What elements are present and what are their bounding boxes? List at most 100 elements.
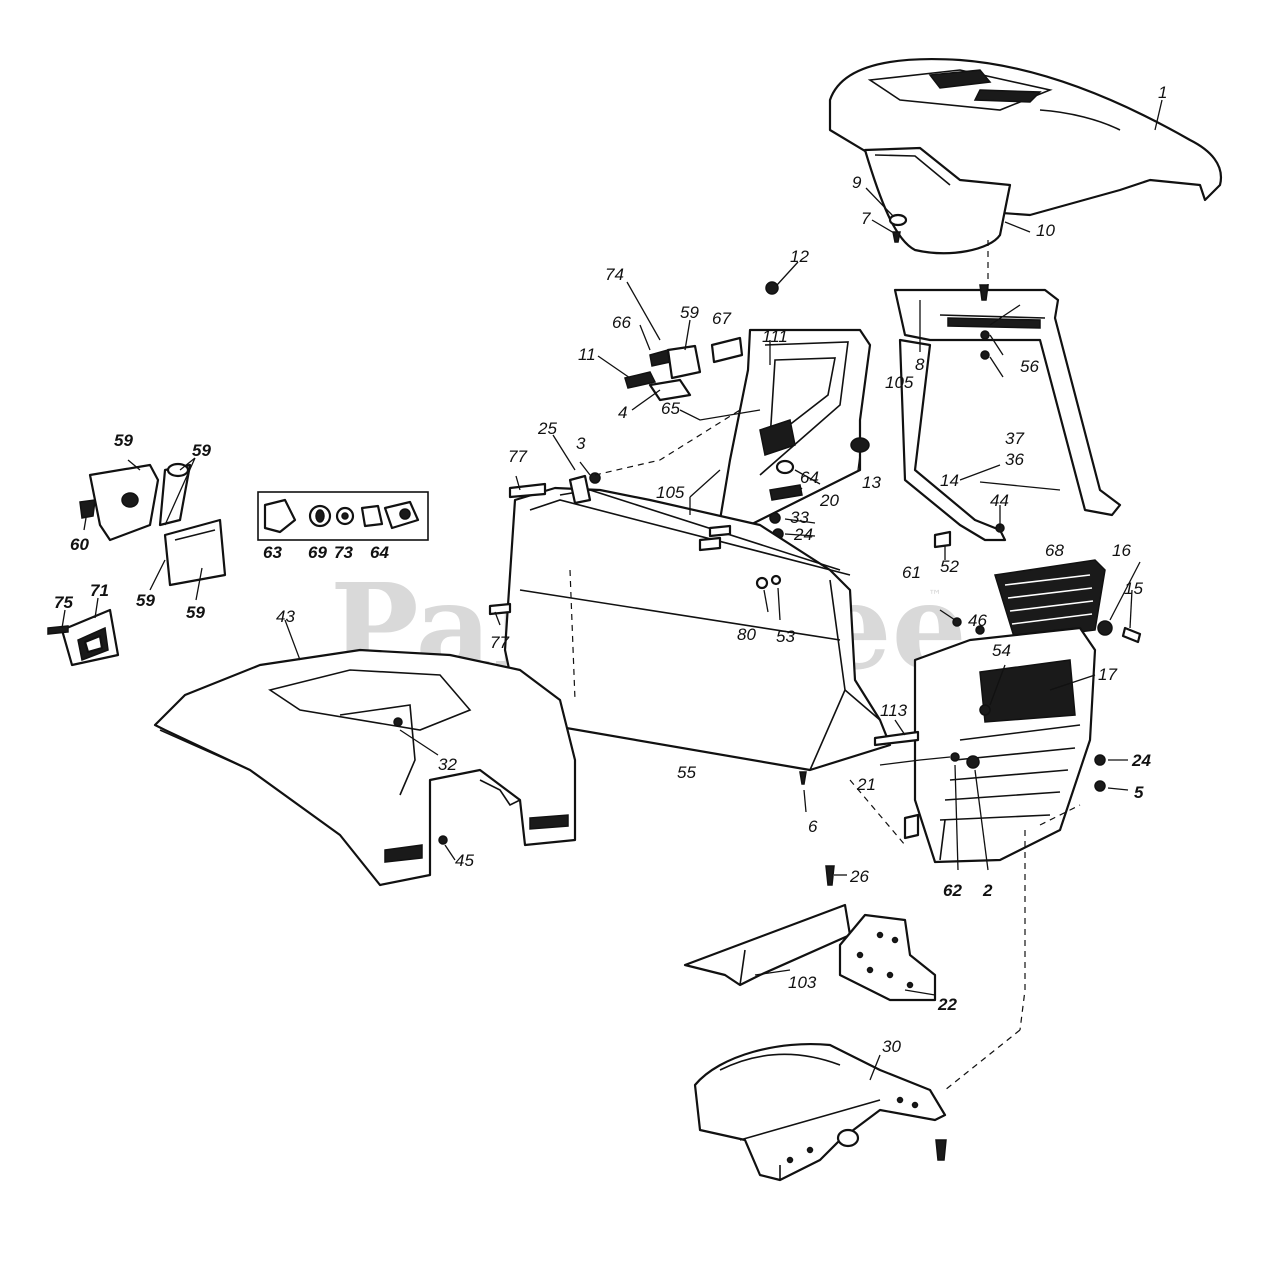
callout-24-dash: 24 — [793, 525, 813, 544]
screw-icon — [79, 499, 96, 519]
callout-32: 32 — [438, 755, 457, 774]
callout-68: 68 — [1045, 541, 1064, 560]
spacer-icon — [933, 530, 952, 549]
nut-icon — [979, 704, 991, 716]
callout-45: 45 — [455, 851, 474, 870]
dashboard-panel-part — [718, 328, 872, 532]
bolt-icon — [508, 482, 547, 499]
callout-24-grille: 24 — [1131, 751, 1151, 770]
callout-65: 65 — [661, 399, 680, 418]
callout-43: 43 — [276, 607, 295, 626]
lower-bracket-part — [683, 903, 937, 1002]
bolt-icon — [979, 284, 989, 301]
callout-6: 6 — [808, 817, 818, 836]
callout-75: 75 — [54, 593, 73, 612]
callout-80: 80 — [737, 625, 756, 644]
callout-16: 16 — [1112, 541, 1131, 560]
alignment-line — [1019, 830, 1026, 1031]
headlamp-kit-box — [257, 491, 429, 541]
callout-37: 37 — [1005, 429, 1024, 448]
callout-7: 7 — [861, 209, 871, 228]
washer-icon — [888, 213, 908, 227]
headlamp-unit-part — [60, 608, 120, 667]
callout-labels: 1 9 7 10 12 74 59 67 66 111 11 4 8 105 5… — [54, 83, 1167, 1056]
callout-3: 3 — [576, 434, 586, 453]
key-switch-icon — [850, 437, 870, 453]
callout-14: 14 — [940, 471, 959, 490]
callout-4: 4 — [618, 403, 627, 422]
callout-64-kit: 64 — [370, 543, 389, 562]
switch-icon — [666, 344, 702, 380]
screw-icon — [47, 625, 69, 635]
bolt-icon — [698, 536, 722, 552]
callout-9: 9 — [852, 173, 862, 192]
screw-icon — [799, 771, 807, 785]
callout-61: 61 — [902, 563, 921, 582]
callout-59-top: 59 — [680, 303, 699, 322]
light-bracket-part — [88, 462, 227, 587]
callout-53: 53 — [776, 627, 795, 646]
callout-62: 62 — [943, 881, 962, 900]
callout-21: 21 — [856, 775, 876, 794]
watermark-trademark: ™ — [928, 588, 942, 604]
nut-icon — [966, 755, 980, 769]
nut-icon — [770, 574, 782, 586]
knob-icon — [765, 281, 779, 295]
hood-bracket-part — [863, 146, 1012, 255]
screw-icon — [393, 717, 403, 727]
alignment-line — [1039, 804, 1081, 826]
callout-15: 15 — [1124, 579, 1143, 598]
callout-2: 2 — [982, 881, 993, 900]
callout-12: 12 — [790, 247, 809, 266]
callout-30: 30 — [882, 1037, 901, 1056]
callout-67: 67 — [712, 309, 731, 328]
callout-25: 25 — [537, 419, 557, 438]
callout-105-left: 105 — [656, 483, 685, 502]
callout-77-bottom: 77 — [490, 633, 509, 652]
callout-103: 103 — [788, 973, 817, 992]
callout-74: 74 — [605, 265, 624, 284]
nut-icon — [1094, 780, 1106, 792]
callout-55: 55 — [677, 763, 696, 782]
nut-icon — [980, 330, 990, 340]
screw-icon — [769, 512, 781, 524]
washer-icon — [950, 752, 960, 762]
callout-26: 26 — [849, 867, 869, 886]
callout-22: 22 — [937, 995, 957, 1014]
callout-20: 20 — [819, 491, 839, 510]
bolt-icon — [708, 524, 732, 538]
front-grille-part — [913, 559, 1106, 864]
nut-icon — [1097, 620, 1113, 636]
rear-fender-part — [153, 648, 577, 887]
callout-63: 63 — [263, 543, 282, 562]
leader-lines — [61, 99, 1163, 1081]
lever-icon — [648, 378, 692, 402]
callout-60: 60 — [70, 535, 89, 554]
frame-part — [693, 1042, 947, 1182]
callout-52: 52 — [940, 557, 959, 576]
bolt-icon — [488, 602, 512, 616]
control-lever-icon — [710, 336, 744, 364]
callout-1: 1 — [1158, 83, 1167, 102]
callout-8: 8 — [915, 355, 925, 374]
callout-5: 5 — [1134, 783, 1144, 802]
switch-plate-icon — [769, 484, 803, 501]
callout-105-right: 105 — [885, 373, 914, 392]
nut-icon — [1094, 754, 1106, 766]
callout-71: 71 — [90, 581, 109, 600]
callout-46: 46 — [968, 611, 987, 630]
bracket-icon — [568, 474, 592, 505]
callout-64-dash: 64 — [800, 468, 819, 487]
callout-69: 69 — [308, 543, 327, 562]
alignment-line — [944, 1029, 1021, 1091]
alignment-line — [594, 409, 741, 476]
alignment-line — [849, 779, 906, 846]
bracket-icon — [649, 349, 671, 367]
screw-icon — [892, 231, 901, 243]
callout-13: 13 — [862, 473, 881, 492]
lamp-icon — [775, 459, 795, 475]
dash-bracket-part — [893, 288, 1122, 542]
screw-icon — [1121, 626, 1142, 644]
main-panel-part — [503, 486, 892, 772]
